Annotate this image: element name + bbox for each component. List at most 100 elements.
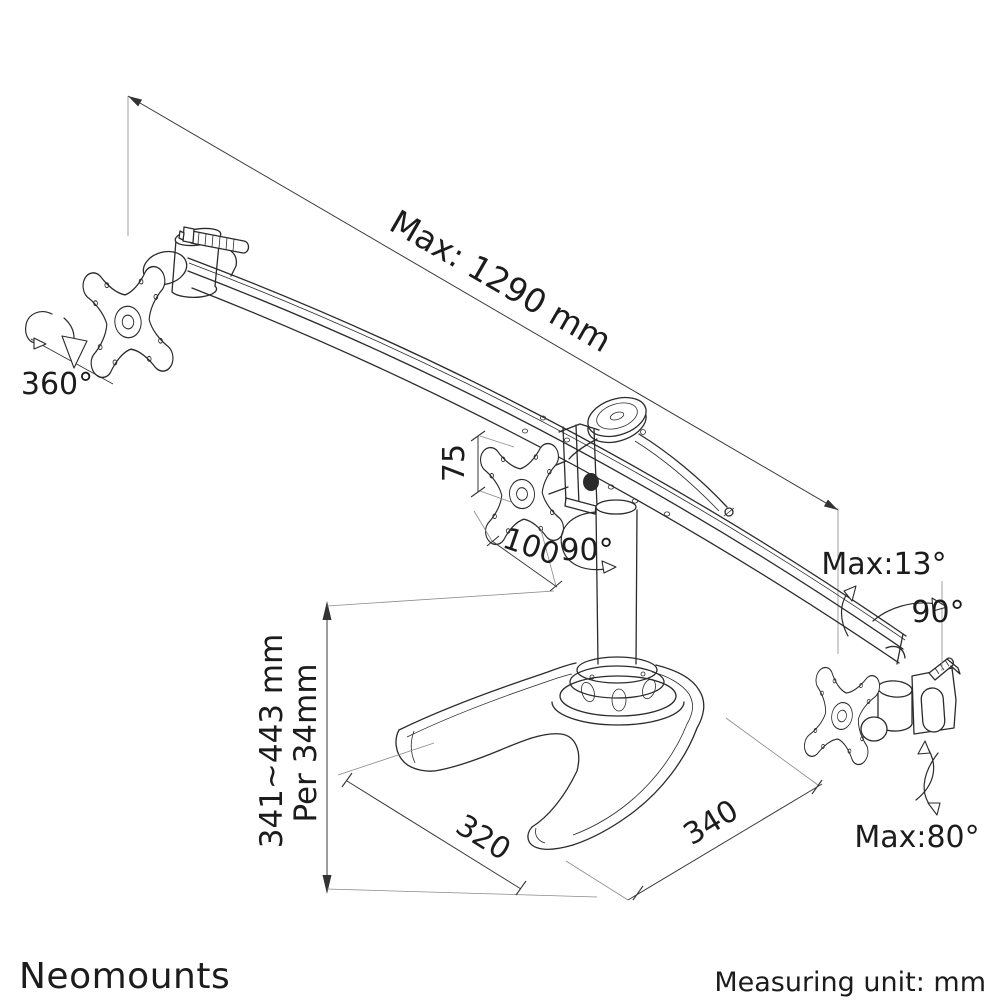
- arrowhead-icon: [843, 585, 857, 602]
- dimension-base-320: 320: [337, 742, 527, 896]
- screw-hole: [607, 484, 615, 490]
- dimension-max-width: Max: 1290 mm: [127, 95, 839, 654]
- screw-hole: [522, 428, 529, 434]
- bracket-post: [593, 428, 598, 508]
- collar-cutout: [581, 681, 595, 703]
- disc-leg-inner: [634, 440, 720, 512]
- bracket-arm: [548, 486, 569, 495]
- dimension-vesa-75: 75: [437, 430, 515, 503]
- extension-line: [473, 510, 493, 542]
- pole-collar: [595, 499, 637, 515]
- base-tip-cap: [395, 729, 441, 772]
- tick: [515, 880, 527, 896]
- screw-rib: [934, 667, 940, 675]
- joint-top: [877, 680, 913, 698]
- brand-logo: Neomounts: [19, 956, 230, 997]
- arrowhead-icon: [931, 597, 948, 612]
- base-outline: [572, 664, 705, 846]
- collar-cutout: [611, 688, 627, 712]
- footer: Neomounts Measuring unit: mm: [19, 956, 986, 998]
- disc-leg-right: [638, 433, 728, 508]
- base-rim-line: [572, 671, 693, 836]
- dimension-line: [127, 95, 839, 511]
- arrowhead-icon: [927, 802, 941, 816]
- collar-ring: [569, 665, 665, 699]
- pivot-label: Max:80°: [854, 820, 979, 855]
- screw-head: [182, 226, 195, 244]
- dimension-line: [346, 780, 522, 890]
- arm-swivel-label: 90°: [911, 595, 964, 630]
- screw-rib: [944, 659, 950, 667]
- height-step-label: Per 34mm: [288, 663, 324, 822]
- crossbar-chamfer-line: [188, 262, 906, 641]
- dimension-line: [491, 540, 558, 588]
- arrowhead-icon: [601, 560, 617, 574]
- rotation-360-annotation: 360°: [21, 311, 114, 402]
- collar-bolt: [640, 671, 646, 677]
- clamp-bottom: [171, 285, 218, 299]
- reference-line-bottom: [326, 888, 598, 898]
- swivel-arc: [872, 602, 937, 622]
- tick: [341, 772, 353, 788]
- collar-skirt-rim: [551, 701, 685, 726]
- vesa-plate-left: [80, 264, 176, 380]
- arrowhead-icon: [917, 740, 931, 755]
- tick: [632, 885, 644, 901]
- pole-edge: [595, 507, 599, 665]
- tick: [470, 430, 486, 442]
- crossbar-top-edge: [187, 257, 907, 637]
- reference-line-top: [326, 590, 555, 607]
- collar-cutout: [642, 678, 656, 700]
- tilt-max13-annotation: Max:13°: [821, 547, 947, 637]
- tick: [811, 779, 823, 795]
- tick: [470, 486, 486, 498]
- vesa-height-label: 75: [437, 444, 472, 482]
- collar-ring: [576, 656, 658, 684]
- screw-rib: [197, 232, 200, 245]
- arrowhead-icon: [823, 499, 838, 510]
- max-width-label: Max: 1290 mm: [383, 202, 618, 360]
- bracket-top: [558, 423, 600, 433]
- base-inner-edge: [439, 733, 580, 828]
- pole-edge: [635, 509, 638, 665]
- screw-hole: [540, 415, 547, 421]
- base-rim-line: [406, 673, 573, 738]
- arm-swivel-annotation: 90°: [872, 581, 965, 671]
- screw-nub: [178, 230, 185, 241]
- base-outline: [398, 662, 577, 731]
- height-range-label: 341~443 mm: [254, 634, 290, 849]
- clamp-hook: [885, 645, 906, 659]
- vesa-plate-right: [802, 665, 882, 767]
- base-tip-seam: [535, 827, 546, 844]
- arrowhead-icon: [322, 601, 332, 620]
- bracket-foot: [564, 497, 597, 515]
- tick: [486, 535, 500, 547]
- pole-swivel-label: 90°: [560, 533, 613, 568]
- base-tip-cap: [527, 826, 574, 851]
- base: [395, 656, 705, 851]
- screw-rib: [232, 238, 235, 252]
- rotation-arc: [63, 317, 75, 339]
- bracket-post: [575, 424, 580, 506]
- center-monitor-mount: [479, 423, 600, 546]
- extension-line: [540, 529, 557, 587]
- base-depth-label: 320: [449, 808, 516, 868]
- dimension-height-range: 341~443 mm Per 34mm: [254, 590, 598, 898]
- clamp-knob: [920, 687, 946, 733]
- screw-rib: [211, 234, 214, 248]
- rotation-360-label: 360°: [21, 367, 93, 402]
- floor-edge: [725, 717, 819, 786]
- screw-rib: [204, 233, 207, 246]
- pivot-knob: [860, 716, 888, 742]
- dimension-base-340: 340: [565, 717, 823, 901]
- screw-rib: [218, 236, 221, 249]
- pivot-max80-annotation: Max:80°: [854, 740, 980, 855]
- disc-bolt: [640, 429, 646, 435]
- collar-skirt: [559, 675, 677, 717]
- screw-bracket: [946, 658, 961, 675]
- screw-hole: [564, 437, 571, 443]
- disc-slot: [609, 411, 625, 421]
- measuring-unit-label: Measuring unit: mm: [714, 967, 986, 998]
- base-width-label: 340: [678, 793, 745, 852]
- screw-hole: [631, 498, 639, 504]
